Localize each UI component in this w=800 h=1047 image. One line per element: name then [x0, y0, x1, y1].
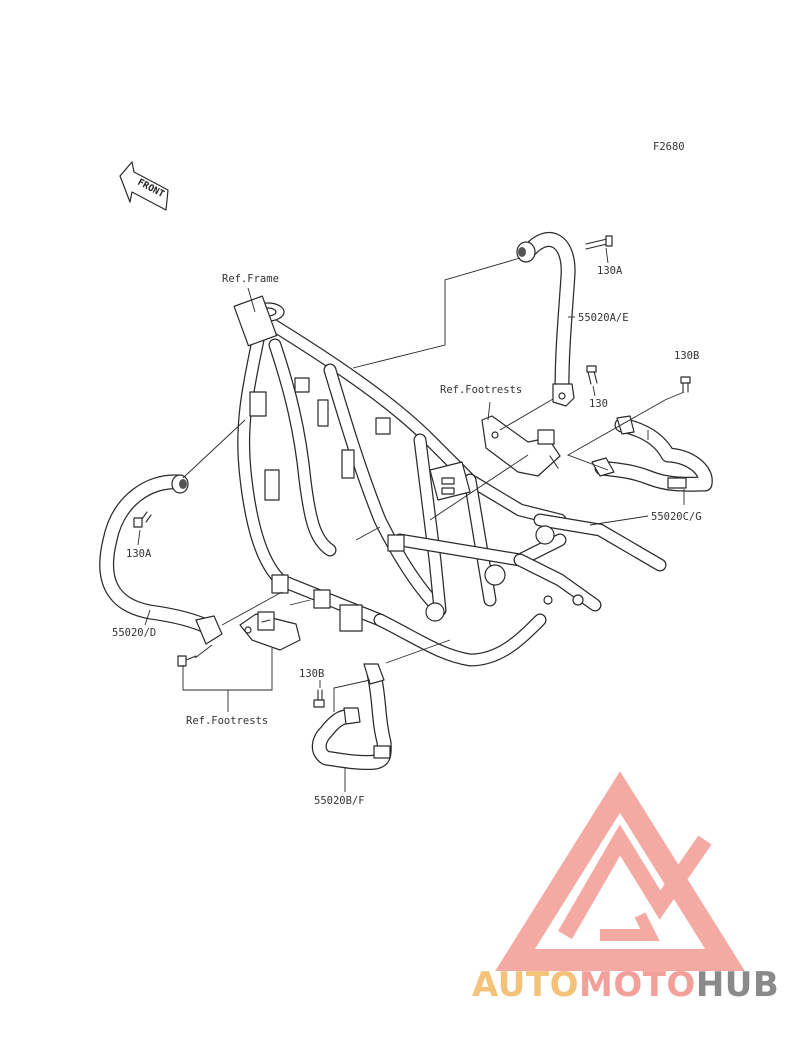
front-arrow-icon: FRONT — [119, 161, 169, 211]
watermark-moto: MOTO — [579, 965, 696, 1005]
figure-code: F2680 — [653, 141, 685, 153]
watermark-hub: HUB — [696, 965, 779, 1005]
leader-lines — [137, 247, 685, 792]
label-55020b-f: 55020B/F — [314, 795, 365, 807]
label-ref-footrests-upper: Ref.Footrests — [440, 384, 522, 396]
label-ref-frame: Ref.Frame — [222, 273, 279, 285]
guard-55020b-f — [311, 663, 392, 770]
bolt-130b-right — [680, 376, 691, 393]
guard-55020c-g — [591, 415, 713, 492]
bolt-130a-left — [133, 511, 152, 528]
footrest-bracket-upper — [481, 415, 561, 477]
watermark: AUTOMOTOHUB — [472, 771, 779, 1005]
automotohub-logo-icon — [495, 771, 745, 971]
label-ref-footrests-lower: Ref.Footrests — [186, 715, 268, 727]
label-130a-top: 130A — [597, 265, 623, 277]
bolt-130 — [586, 365, 598, 385]
footrest-bracket-lower — [239, 611, 301, 651]
label-130b-right: 130B — [674, 350, 699, 362]
label-130: 130 — [589, 398, 608, 410]
bolt-130a-top — [585, 235, 613, 250]
guard-55020a-e — [516, 232, 576, 407]
label-130a-left: 130A — [126, 548, 152, 560]
label-55020a-e: 55020A/E — [578, 312, 629, 324]
label-55020-d: 55020/D — [112, 627, 156, 639]
watermark-auto: AUTO — [472, 965, 579, 1005]
svg-text:AUTOMOTOHUB: AUTOMOTOHUB — [472, 965, 779, 1005]
label-130b-left: 130B — [299, 668, 324, 680]
main-frame — [233, 295, 667, 667]
bolt-130b-left — [313, 689, 325, 708]
label-55020c-g: 55020C/G — [651, 511, 702, 523]
bolt-lower-left — [177, 655, 197, 667]
guard-55020-d — [99, 474, 223, 645]
